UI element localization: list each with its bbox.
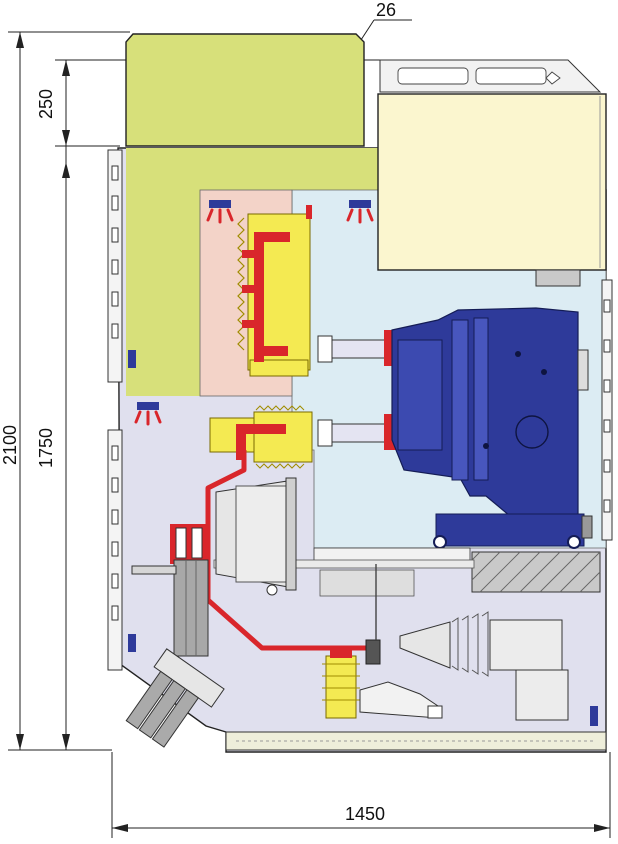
callout-label-26: 26 [376,0,396,20]
top-pressure-relief-chamber [125,33,365,147]
dimension-label-250: 250 [36,89,56,119]
busbar-insulator [237,205,312,377]
earthing-switch-insulator [322,564,443,719]
circuit-breaker [317,307,593,549]
spout-insulator [209,405,313,469]
cable-gland-plate [125,648,225,748]
dimension-label-2100: 2100 [0,425,20,465]
vent-flap-icon [206,200,234,224]
busbar-duct [126,148,378,396]
shutter-drive [535,269,581,287]
dimension-lines [8,19,611,838]
low-voltage-compartment [377,93,607,271]
voltage-transformer-bellows [399,611,569,721]
front-door [107,149,136,671]
vent-flap-icon [134,402,162,426]
cable-terminations [131,524,210,657]
current-transformer [215,477,297,596]
dimension-label-1450: 1450 [345,804,385,824]
rear-wall [590,279,613,726]
vent-flap-icon [346,200,374,224]
earthing-switch-block [471,551,601,593]
dimension-label-1750: 1750 [36,428,56,468]
